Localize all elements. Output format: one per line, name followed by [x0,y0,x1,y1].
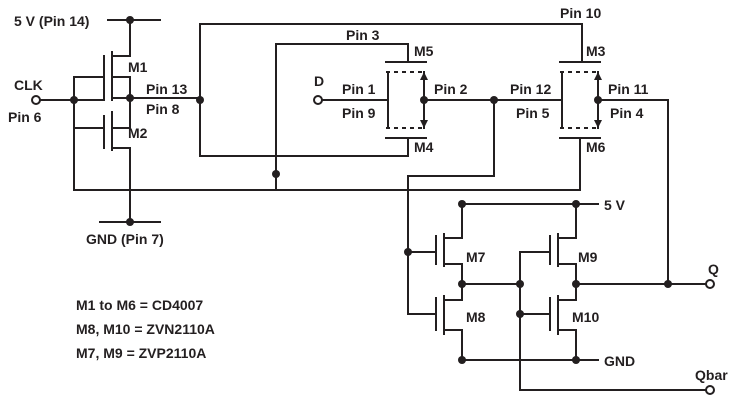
m8-label: M8 [466,309,486,325]
note-zvp2110a: M7, M9 = ZVP2110A [76,345,206,361]
m4-label: M4 [414,139,434,155]
wires-clock-inverter [39,19,161,223]
m6-label: M6 [586,139,606,155]
m9-label: M9 [578,249,598,265]
note-zvn2110a: M8, M10 = ZVN2110A [76,321,215,337]
m3-label: M3 [586,43,606,59]
pin5-label: Pin 5 [516,105,550,121]
m2-label: M2 [128,125,148,141]
q-label: Q [708,261,719,277]
pin11-label: Pin 11 [608,81,649,97]
m10-label: M10 [572,309,599,325]
right-ground-label: GND [604,353,635,369]
clk-pin-label: Pin 6 [8,109,42,125]
pin8-label: Pin 8 [146,101,180,117]
supply-top-label: 5 V (Pin 14) [14,13,89,29]
q-terminal [705,279,715,289]
pin1-label: Pin 1 [342,81,376,97]
wires-latch [407,203,707,391]
m5-label: M5 [414,43,434,59]
pin13-label: Pin 13 [146,81,187,97]
clk-label: CLK [14,77,43,93]
d-terminal [313,95,323,105]
pin10-label: Pin 10 [560,5,601,21]
m1-label: M1 [128,59,148,75]
wires-clock-buses [73,23,583,191]
clk-terminal [31,95,41,105]
junction-dots [70,16,672,364]
m7-label: M7 [466,249,486,265]
right-supply-label: 5 V [604,197,626,213]
pin12-label: Pin 12 [510,81,551,97]
qbar-terminal [705,385,715,395]
pin9-label: Pin 9 [342,105,376,121]
wires-transmission-gate-1 [321,43,561,157]
pin3-label: Pin 3 [346,27,380,43]
ground-label: GND (Pin 7) [86,231,164,247]
pin4-label: Pin 4 [610,105,644,121]
note-cd4007: M1 to M6 = CD4007 [76,297,203,313]
qbar-label: Qbar [695,367,728,383]
pin2-label: Pin 2 [434,81,468,97]
wires-transmission-gate-2 [407,55,669,315]
d-label: D [314,73,324,89]
